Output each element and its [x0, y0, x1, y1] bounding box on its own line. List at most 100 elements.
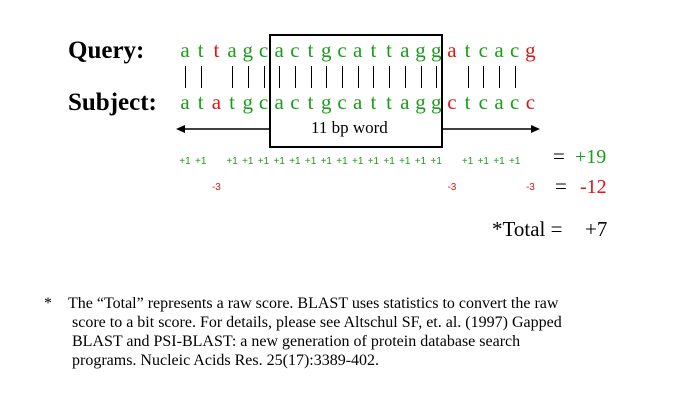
subject-label: Subject:: [68, 89, 157, 116]
alignment-bar: [279, 66, 281, 88]
query-base: g: [415, 38, 426, 62]
footnote-line-3: BLAST and PSI-BLAST: a new generation of…: [72, 333, 521, 350]
plus-score: +1: [226, 156, 238, 167]
query-base: t: [464, 38, 471, 62]
minus-score: -3: [211, 182, 221, 193]
left-arrow-icon: [176, 125, 270, 133]
subject-base: t: [464, 90, 471, 114]
plus-score: +1: [399, 156, 411, 167]
subject-base: g: [415, 90, 426, 114]
query-base: a: [274, 38, 284, 62]
alignment-bar: [357, 66, 359, 88]
subject-base: a: [274, 90, 284, 114]
query-base: a: [494, 38, 504, 62]
match-equals: =: [553, 144, 565, 168]
word-box-bottom-edge: [269, 146, 443, 148]
query-base: g: [430, 38, 442, 62]
alignment-bar: [263, 66, 265, 88]
footnote-marker: *: [44, 295, 52, 312]
footnote-line-4: programs. Nucleic Acids Res. 25(17):3389…: [72, 352, 380, 369]
subject-base: c: [337, 90, 347, 114]
plus-score: +1: [430, 156, 442, 167]
alignment-bar: [247, 66, 249, 88]
total-value: +7: [585, 217, 608, 241]
subject-base: t: [370, 90, 377, 114]
subject-base: c: [258, 90, 269, 114]
query-base: a: [447, 38, 457, 62]
plus-score: +1: [508, 156, 521, 167]
plus-score: +1: [461, 156, 474, 167]
subject-base: c: [510, 90, 520, 114]
query-base: t: [307, 38, 314, 62]
mismatch-total: -12: [580, 176, 607, 198]
alignment-bar: [326, 66, 328, 88]
mismatch-equals: =: [555, 174, 567, 198]
plus-score: +1: [304, 156, 317, 167]
plus-score: +1: [351, 156, 364, 167]
plus-score: +1: [257, 156, 270, 167]
plus-score: +1: [242, 156, 254, 167]
alignment-bar: [499, 66, 500, 88]
footnote-line-2: score to a bit score. For details, pleas…: [72, 314, 562, 331]
query-base: t: [386, 38, 393, 62]
subject-base: c: [478, 90, 488, 114]
alignment-bar: [310, 66, 312, 88]
subject-base: c: [525, 90, 536, 114]
query-base: c: [510, 38, 520, 62]
query-base: a: [227, 38, 237, 62]
minus-score: -3: [525, 182, 535, 193]
subject-base: a: [211, 90, 222, 114]
word-label: 11 bp word: [311, 118, 388, 137]
alignment-bar: [436, 66, 438, 88]
query-base: g: [525, 38, 536, 62]
subject-base: c: [290, 90, 300, 114]
plus-score-row: +1+1+1+1+1+1+1+1+1+1+1+1+1+1+1+1+1+1+1+1: [0, 157, 687, 169]
alignment-bar: [483, 66, 485, 88]
query-base: c: [337, 38, 347, 62]
subject-base: g: [242, 90, 254, 114]
match-total: +19: [575, 146, 607, 168]
query-base: g: [242, 38, 254, 62]
query-base: t: [197, 38, 204, 62]
subject-base: g: [321, 90, 332, 114]
subject-base: t: [307, 90, 314, 114]
query-base: c: [478, 38, 488, 62]
plus-score: +1: [336, 156, 348, 167]
alignment-bar: [404, 66, 406, 88]
query-label: Query:: [68, 37, 145, 64]
alignment-bar: [342, 66, 343, 88]
footnote-line-1: The “Total” represents a raw score. BLAS…: [68, 295, 559, 312]
subject-base: t: [386, 90, 393, 114]
alignment-bar: [467, 66, 469, 88]
alignment-bar: [389, 66, 391, 88]
plus-score: +1: [194, 156, 207, 167]
plus-score: +1: [320, 156, 332, 167]
alignment-bar: [514, 66, 516, 88]
subject-base: g: [430, 90, 442, 114]
plus-score: +1: [289, 156, 301, 167]
right-arrow-icon: [443, 125, 540, 133]
subject-base: a: [353, 90, 363, 114]
subject-base: t: [197, 90, 204, 114]
query-base: t: [213, 38, 220, 62]
query-base: a: [353, 38, 363, 62]
plus-score: +1: [477, 156, 489, 167]
subject-base: a: [494, 90, 504, 114]
word-box: [269, 34, 443, 148]
alignment-bar: [294, 66, 296, 88]
plus-score: +1: [179, 156, 191, 167]
subject-base: a: [180, 90, 190, 114]
plus-score: +1: [367, 156, 380, 167]
minus-score-row: -3 -3 -3: [0, 183, 687, 195]
alignment-bar: [200, 66, 202, 88]
plus-score: +1: [273, 156, 285, 167]
query-base: c: [258, 38, 269, 62]
plus-score: +1: [414, 156, 427, 167]
plus-score: +1: [493, 156, 505, 167]
minus-score: -3: [447, 182, 457, 193]
alignment-bars: [0, 66, 687, 96]
alignment-bar: [232, 66, 234, 88]
